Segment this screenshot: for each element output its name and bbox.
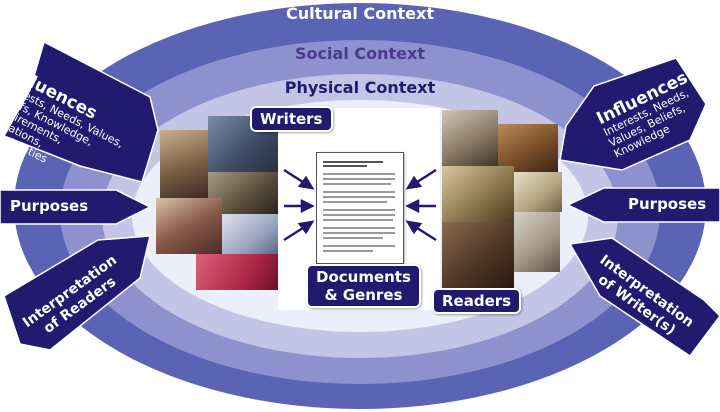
document-thumbnail: [316, 152, 404, 264]
readers-photo: [442, 110, 498, 166]
readers-label: Readers: [432, 288, 522, 314]
right-purposes-text: Purposes: [628, 195, 707, 213]
documents-label-line: & Genres: [324, 286, 403, 304]
readers-photo: [514, 172, 562, 212]
left-influences-arrow: [2, 40, 159, 183]
documents-label-line: Documents: [316, 268, 411, 286]
documents-genres-label: Documents & Genres: [306, 264, 421, 308]
flow-arrows: [283, 168, 437, 242]
left-interpretation-arrow: [3, 235, 151, 351]
writers-photo: [196, 254, 278, 290]
left-purposes-text: Purposes: [10, 197, 89, 215]
physical-context-title: Physical Context: [284, 78, 436, 97]
writers-photo: [160, 130, 208, 198]
writers-photo: [156, 198, 222, 254]
readers-photo: [498, 124, 558, 172]
left-purposes-arrow: [0, 189, 152, 225]
social-context-title: Social Context: [295, 44, 425, 63]
right-interpretation-arrow: [568, 237, 720, 358]
readers-photo: [514, 212, 560, 272]
readers-photo: [442, 166, 514, 222]
writers-label: Writers: [250, 106, 333, 132]
right-purposes-arrow: [566, 187, 720, 223]
right-influences-arrow: [559, 57, 707, 171]
cultural-context-title: Cultural Context: [286, 4, 434, 23]
readers-photo: [442, 222, 514, 292]
writers-photo: [222, 214, 278, 254]
